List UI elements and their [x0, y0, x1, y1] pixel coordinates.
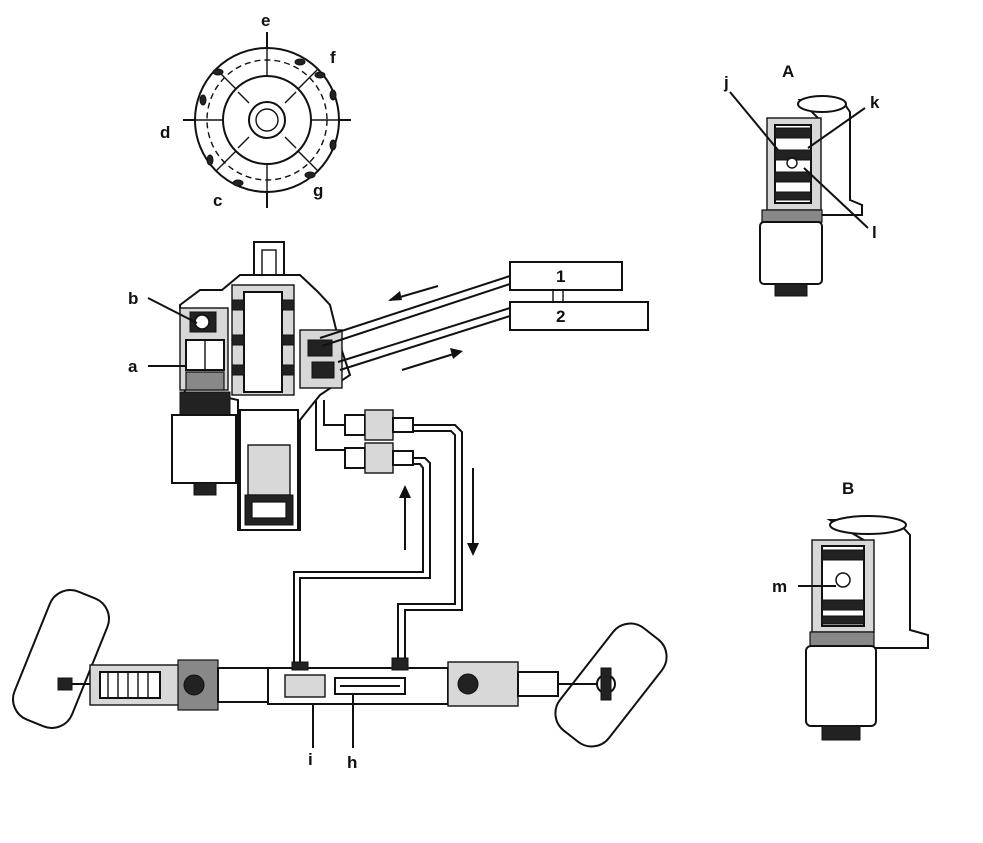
reservoir-box-1 [509, 261, 623, 291]
hose-fitting-upper [344, 409, 414, 441]
reservoir-box-2 [509, 301, 649, 331]
steering-rack [57, 657, 616, 711]
detail-b [805, 515, 929, 741]
label-a: a [128, 357, 138, 376]
arrow-up-icon [399, 485, 411, 550]
label-f: f [330, 48, 336, 67]
arrow-left-icon [388, 285, 439, 301]
label-detail-b: B [842, 479, 854, 498]
label-detail-a: A [782, 62, 794, 81]
label-b: b [128, 289, 138, 308]
label-e: e [261, 11, 270, 30]
label-box-2: 2 [556, 307, 565, 326]
detail-a [759, 95, 863, 297]
label-l: l [872, 223, 877, 242]
steering-gear-housing [171, 241, 352, 531]
hose-fitting-lower [344, 442, 414, 474]
label-box-1: 1 [556, 267, 565, 286]
label-g: g [313, 181, 323, 200]
arrow-right-icon [401, 348, 463, 371]
arrow-down-icon [467, 468, 479, 556]
rotary-valve-section [183, 32, 351, 208]
label-d: d [160, 123, 170, 142]
label-m: m [772, 577, 787, 596]
label-i: i [308, 750, 313, 769]
left-wheel [12, 589, 110, 729]
label-h: h [347, 753, 357, 772]
hydraulic-lines [293, 275, 511, 668]
leader-lines [147, 91, 869, 748]
box-connector [552, 289, 564, 303]
label-k: k [870, 93, 880, 112]
label-j: j [723, 73, 729, 92]
label-c: c [213, 191, 222, 210]
